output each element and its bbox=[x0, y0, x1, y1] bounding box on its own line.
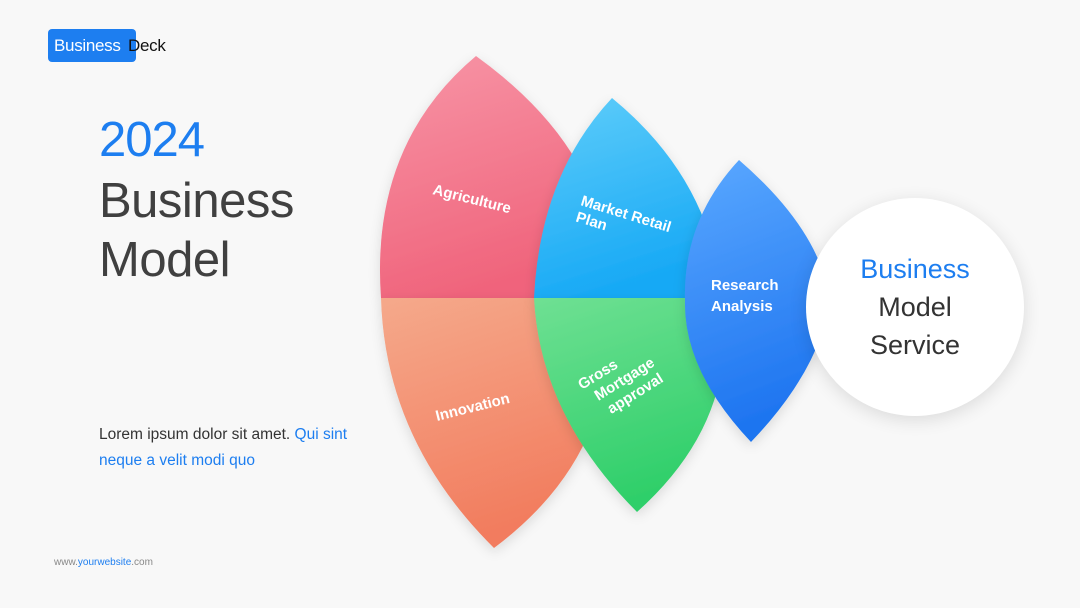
description: Lorem ipsum dolor sit amet. Qui sint neq… bbox=[99, 422, 369, 474]
website-domain: yourwebsite bbox=[77, 557, 132, 568]
title-line-2: Model bbox=[99, 233, 230, 287]
logo-text: Deck bbox=[128, 35, 166, 55]
logo: Business Deck bbox=[48, 29, 166, 62]
circle-line-2: Model bbox=[878, 292, 952, 322]
logo-badge: Business bbox=[48, 29, 136, 62]
petal-market-retail-plan bbox=[534, 98, 722, 298]
title-line-1: Business bbox=[99, 174, 294, 228]
website-prefix: www. bbox=[54, 557, 78, 568]
year-heading: 2024 bbox=[99, 113, 205, 167]
business-model-service-circle: Business Model Service bbox=[806, 198, 1024, 416]
description-accent: Qui sint neque a velit modi quo bbox=[99, 426, 348, 469]
website-link[interactable]: www.yourwebsite.com bbox=[54, 557, 153, 568]
label-research-line1: Research bbox=[711, 277, 779, 294]
page-title: Business Model bbox=[99, 172, 294, 290]
website-suffix: .com bbox=[131, 557, 153, 568]
description-text: Lorem ipsum dolor sit amet. bbox=[99, 426, 295, 443]
petal-gross-mortgage-approval bbox=[534, 298, 725, 512]
petal-research-analysis bbox=[684, 160, 830, 442]
label-research-line2: Analysis bbox=[711, 298, 773, 315]
circle-line-1: Business bbox=[860, 254, 970, 284]
circle-line-3: Service bbox=[869, 330, 961, 360]
label-research-analysis: Research Analysis bbox=[711, 277, 779, 315]
